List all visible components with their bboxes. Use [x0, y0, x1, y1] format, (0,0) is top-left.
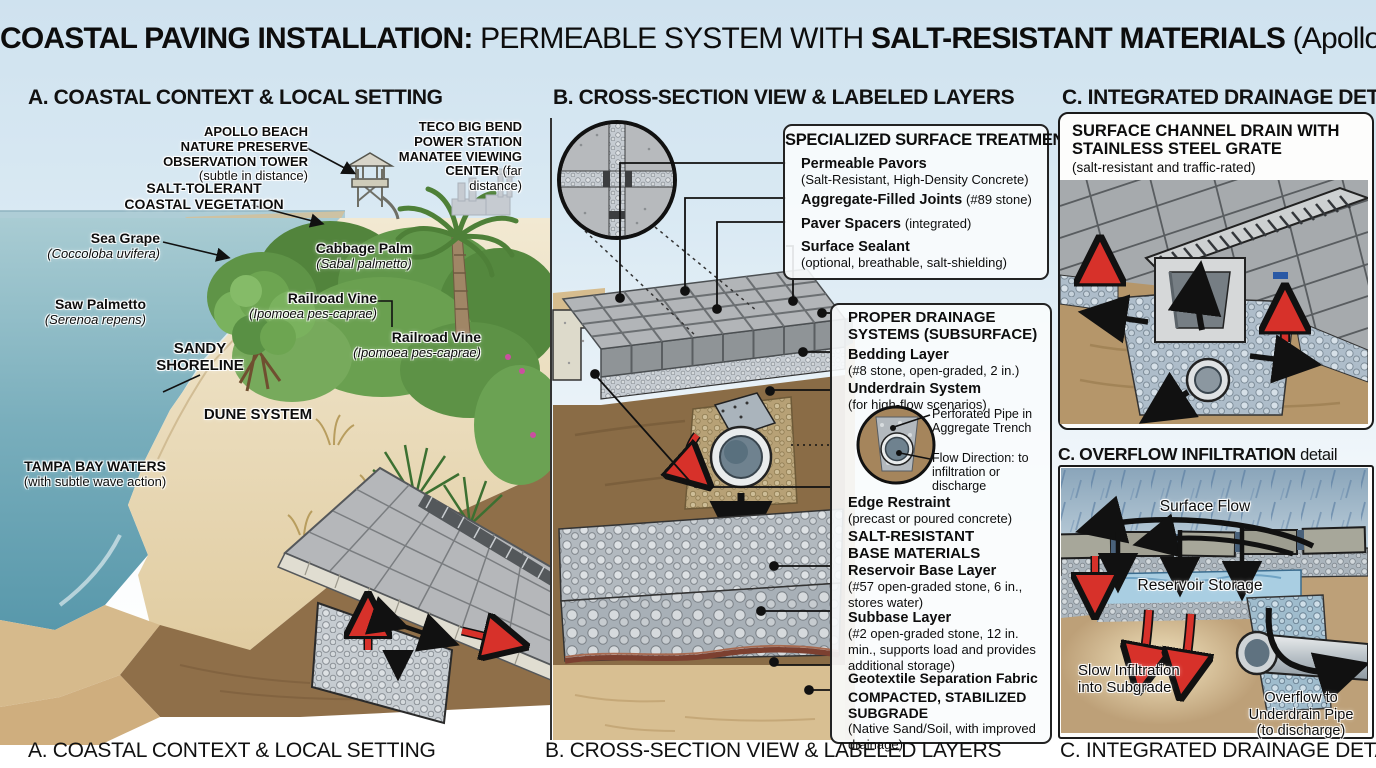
item-surface-sealant: Surface Sealant (optional, breathable, s… [801, 239, 1007, 271]
title-location: (Apollo Beach, FL) [1292, 22, 1376, 55]
label-overflow-pipe: Overflow to Underdrain Pipe (to discharg… [1248, 690, 1354, 740]
item-paver-spacers: Paver Spacers (integrated) [801, 216, 972, 232]
label-cabbage-palm: Cabbage Palm (Sabal palmetto) [315, 240, 413, 271]
channel-box-title: SURFACE CHANNEL DRAIN WITH STAINLESS STE… [1072, 122, 1340, 159]
black-double-arrow [364, 596, 460, 652]
item-subbase-layer: Subbase Layer (#2 open-graded stone, 12 … [848, 610, 1036, 673]
surface-flow-arrow-long [1074, 495, 1314, 548]
subsoil-face [0, 675, 160, 745]
label-slow-infiltration: Slow Infiltration into Subgrade [1078, 662, 1180, 697]
black-up-arrow [1167, 260, 1222, 331]
channel-drain-strip [418, 494, 551, 586]
item-aggregate-joints: Aggregate-Filled Joints (#89 stone) [801, 192, 1032, 208]
page-title: COASTAL PAVING INSTALLATION: PERMEABLE S… [0, 22, 1376, 56]
label-flow-direction: Flow Direction: to infiltration or disch… [932, 451, 1029, 493]
title-strong: SALT-RESISTANT MATERIALS [870, 22, 1286, 55]
drainage-flow-arrows [1077, 254, 1323, 424]
item-subgrade: COMPACTED, STABILIZED SUBGRADE (Native S… [848, 689, 1036, 753]
red-infiltration-arrow-1 [1141, 609, 1149, 676]
item-edge-restraint: Edge Restraint (precast or poured concre… [848, 495, 1013, 527]
label-sandy-shoreline: SANDY SHORELINE [156, 340, 244, 375]
panel-a-caption: A. COASTAL CONTEXT & LOCAL SETTING [28, 739, 436, 762]
black-right-arrow [1249, 334, 1323, 384]
saw-palmetto-fans [372, 444, 503, 526]
item-permeable-pavers: Permeable Pavors (Salt-Resistant, High-D… [801, 156, 1029, 188]
heading-drainage-systems: PROPER DRAINAGE SYSTEMS (SUBSURFACE) [848, 309, 1038, 343]
label-saw-palmetto: Saw Palmetto (Serenoa repens) [44, 296, 146, 327]
surface-flow-arrow-short [1131, 513, 1294, 557]
drainage-leader-lines [590, 308, 830, 695]
label-railroad-vine-lower: Railroad Vine (Ipomoea pes-caprae) [353, 329, 481, 360]
title-mid: PERMEABLE SYSTEM WITH [480, 22, 864, 55]
surface-treatments-box: SPECIALIZED SURFACE TREATMENTS Permeable… [783, 124, 1085, 280]
label-power-station: TECO BIG BEND POWER STATION MANATEE VIEW… [398, 119, 522, 194]
bay-water [0, 218, 340, 630]
label-sea-grape: Sea Grape (Coccoloba uvifera) [47, 230, 160, 261]
black-downleft-arrow [1138, 371, 1199, 424]
geotextile-fabric [564, 647, 840, 664]
panel-c-header: C. INTEGRATED DRAINAGE DETAILS [1062, 86, 1376, 109]
overflow-flow-arrows [1074, 495, 1368, 704]
overflow-section-header: C. OVERFLOW INFILTRATION detail [1058, 444, 1338, 464]
red-flow-arrow [688, 433, 699, 477]
channel-box-note: (salt-resistant and traffic-rated) [1072, 160, 1256, 175]
label-vegetation: SALT-TOLERANT COASTAL VEGETATION [124, 180, 284, 212]
pipe-detail-inset [856, 405, 936, 485]
heading-base-materials: SALT-RESISTANT BASE MATERIALS [848, 528, 981, 562]
cabbage-palm-tree [395, 186, 519, 336]
surface-box-title: SPECIALIZED SURFACE TREATMENTS [785, 131, 1085, 149]
sea-grape-bush [214, 271, 316, 392]
surface-leader-lines [615, 162, 798, 314]
title-lead: COASTAL PAVING INSTALLATION: [0, 22, 473, 55]
channel-drain-illustration [1060, 180, 1368, 424]
overflow-discharge-arrow [1265, 607, 1368, 704]
panel-a-leader-lines [162, 147, 393, 393]
panel-a-header: A. COASTAL CONTEXT & LOCAL SETTING [28, 86, 443, 109]
red-right-arrow [461, 631, 512, 643]
black-left-arrow [1077, 294, 1149, 344]
power-station-silhouette [451, 168, 515, 216]
perforated-pipe [709, 392, 777, 489]
panel-b-caption: B. CROSS-SECTION VIEW & LABELED LAYERS [545, 739, 1002, 762]
flow-arrows [364, 596, 512, 682]
panel-a-illustration [0, 147, 551, 745]
label-dune-system: DUNE SYSTEM [203, 406, 313, 423]
label-perforated-pipe: Perforated Pipe in Aggregate Trench [932, 407, 1033, 435]
panel-b-header: B. CROSS-SECTION VIEW & LABELED LAYERS [553, 86, 1015, 109]
red-infiltration-arrow-2 [1183, 613, 1191, 682]
sand-cut-face [0, 605, 160, 707]
label-railroad-vine-upper: Railroad Vine (Ipomoea pes-caprae) [249, 290, 377, 321]
label-surface-flow: Surface Flow [1159, 498, 1251, 515]
overflow-illustration [1060, 467, 1368, 733]
item-geotextile: Geotextile Separation Fabric [848, 670, 1038, 686]
label-tampa-bay: TAMPA BAY WATERS (with subtle wave actio… [23, 458, 167, 489]
panel-c-caption: C. INTEGRATED DRAINAGE DETAILS [1060, 739, 1376, 762]
label-observation-tower: APOLLO BEACH NATURE PRESERVE OBSERVATION… [163, 124, 308, 184]
item-bedding-layer: Bedding Layer (#8 stone, open-graded, 2 … [848, 347, 1020, 379]
item-reservoir-layer: Reservoir Base Layer (#57 open-graded st… [848, 563, 1023, 610]
label-reservoir-storage: Reservoir Storage [1137, 577, 1263, 594]
observation-tower [345, 152, 400, 220]
paver-joint-inset [557, 120, 758, 338]
coastal-vegetation [207, 221, 551, 485]
drainage-systems-box: PROPER DRAINAGE SYSTEMS (SUBSURFACE) Bed… [830, 303, 1052, 752]
subgrade-sand [553, 651, 845, 740]
